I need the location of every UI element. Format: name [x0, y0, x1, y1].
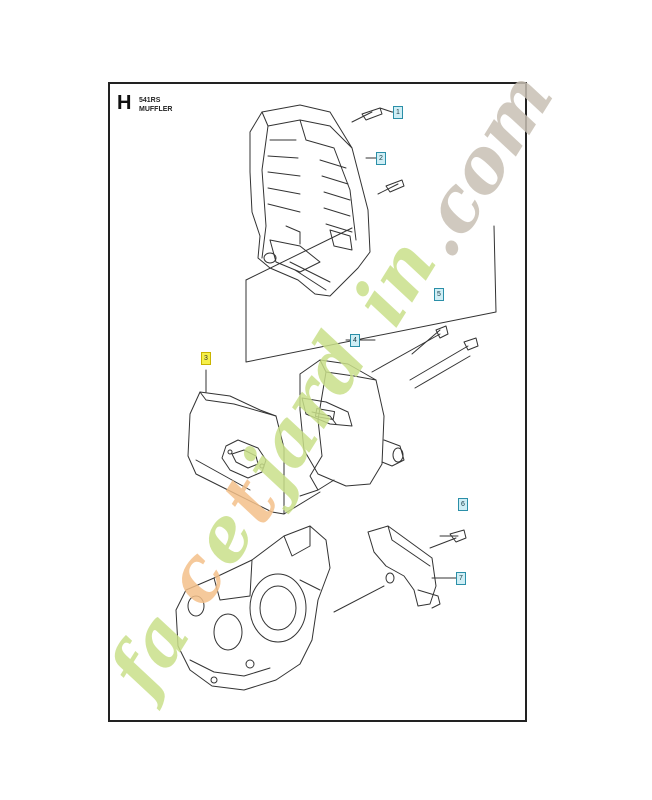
screw-part-2b	[377, 179, 405, 195]
bracket-part-7	[333, 525, 441, 613]
callout-5: 5	[434, 288, 444, 301]
long-bolts-part-5	[371, 325, 479, 389]
callout-4: 4	[350, 334, 360, 347]
callout-3: 3	[201, 352, 211, 365]
callout-6: 6	[458, 498, 468, 511]
callout-7: 7	[456, 572, 466, 585]
screw-part-1	[351, 107, 393, 123]
diagram-title: 541RS MUFFLER	[139, 96, 172, 114]
muffler-cover-part	[249, 104, 371, 297]
section-title: MUFFLER	[139, 106, 173, 113]
muffler-body-part	[299, 359, 405, 497]
model-name: 541RS	[139, 97, 161, 104]
crankcase-part	[175, 525, 331, 691]
section-letter: H	[117, 92, 132, 114]
diagram-frame	[108, 82, 527, 722]
callout-2: 2	[376, 152, 386, 165]
screw-part-6	[429, 529, 467, 549]
heat-shield-part-3	[187, 391, 321, 515]
callout-1: 1	[393, 106, 403, 119]
